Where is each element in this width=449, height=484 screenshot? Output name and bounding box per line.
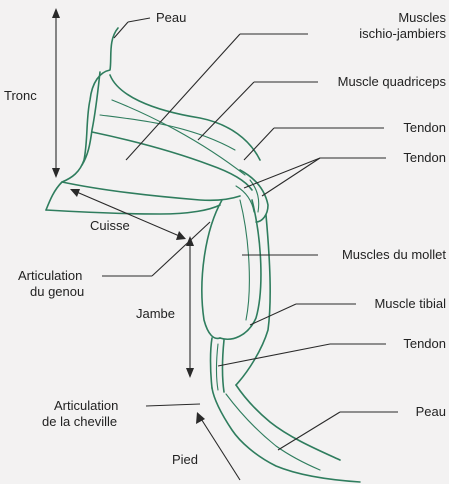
label-cuisse: Cuisse <box>90 218 130 233</box>
label-jambe: Jambe <box>136 306 175 321</box>
label-articulation-cheville-2: de la cheville <box>42 414 117 429</box>
label-muscle-quadriceps: Muscle quadriceps <box>338 74 447 89</box>
labels: Peau Muscles ischio-jambiers Muscle quad… <box>4 10 446 467</box>
label-muscles-ischio-2: ischio-jambiers <box>359 26 446 41</box>
label-articulation-genou-1: Articulation <box>18 268 82 283</box>
label-muscles-mollet: Muscles du mollet <box>342 247 446 262</box>
label-peau-bottom: Peau <box>416 404 446 419</box>
label-muscle-tibial: Muscle tibial <box>374 296 446 311</box>
label-tendon-1: Tendon <box>403 120 446 135</box>
label-articulation-cheville-1: Articulation <box>54 398 118 413</box>
label-peau-top: Peau <box>156 10 186 25</box>
label-articulation-genou-2: du genou <box>30 284 84 299</box>
label-tendon-3: Tendon <box>403 336 446 351</box>
label-pied: Pied <box>172 452 198 467</box>
label-tendon-2: Tendon <box>403 150 446 165</box>
label-muscles-ischio-1: Muscles <box>398 10 446 25</box>
label-tronc: Tronc <box>4 88 37 103</box>
